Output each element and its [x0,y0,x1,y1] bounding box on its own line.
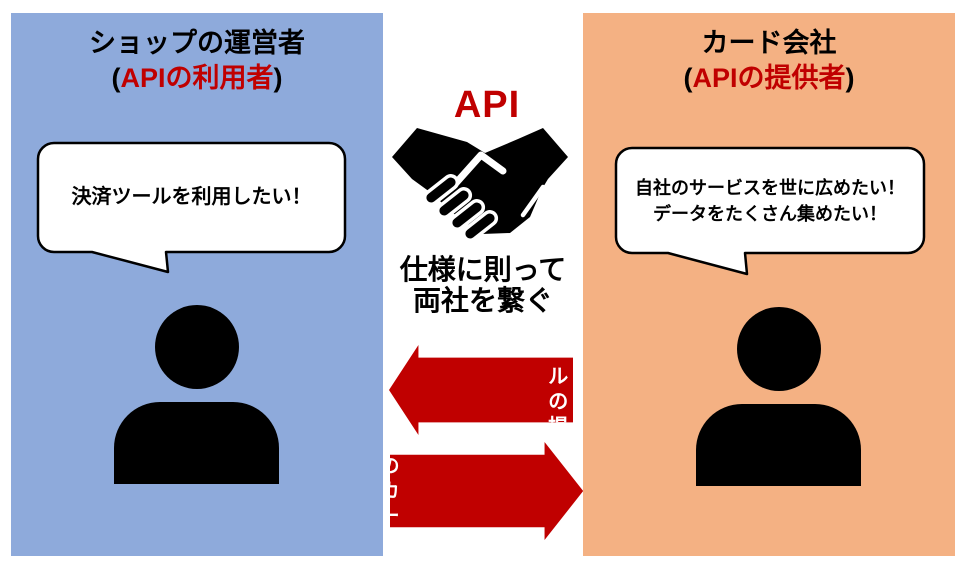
card-company-title-line1: カード会社 [701,28,837,58]
person-head [154,305,239,389]
shop-operator-person-icon [114,305,279,484]
handshake-icon [392,128,568,242]
shop-operator-title-line2: (APIの利用者) [111,63,283,93]
card-company-speech-text: 自社のサービスを世に広めたい！ データをたくさん集めたい！ [635,177,905,224]
api-heading: API [453,84,521,126]
speech-bubble-shape [36,141,347,274]
api-user-label: APIの利用者 [120,63,274,93]
card-company-title: カード会社 (APIの提供者) [583,13,955,96]
person-head [736,307,821,391]
tool-provision-arrow: ツールの 提供 [389,345,573,435]
api-provider-label: APIの提供者 [692,63,846,93]
person-body [114,402,279,484]
card-company-person-icon [696,307,861,486]
card-company-title-line2: (APIの提供者) [683,63,855,93]
api-description: 仕様に則って 両社を繋ぐ [399,254,567,316]
shop-operator-title: ショップの運営者 (APIの利用者) [11,13,383,96]
speech-bubble-shape [614,146,926,276]
shop-operator-speech-bubble: 決済ツールを利用したい！ [36,141,347,275]
person-body [696,404,861,486]
shop-operator-title-line1: ショップの運営者 [89,28,305,58]
card-info-arrow: 購入者の カード情報 [390,442,584,540]
card-company-speech-bubble: 自社のサービスを世に広めたい！ データをたくさん集めたい！ [614,146,926,277]
shop-operator-speech-text: 決済ツールを利用したい！ [71,186,312,208]
